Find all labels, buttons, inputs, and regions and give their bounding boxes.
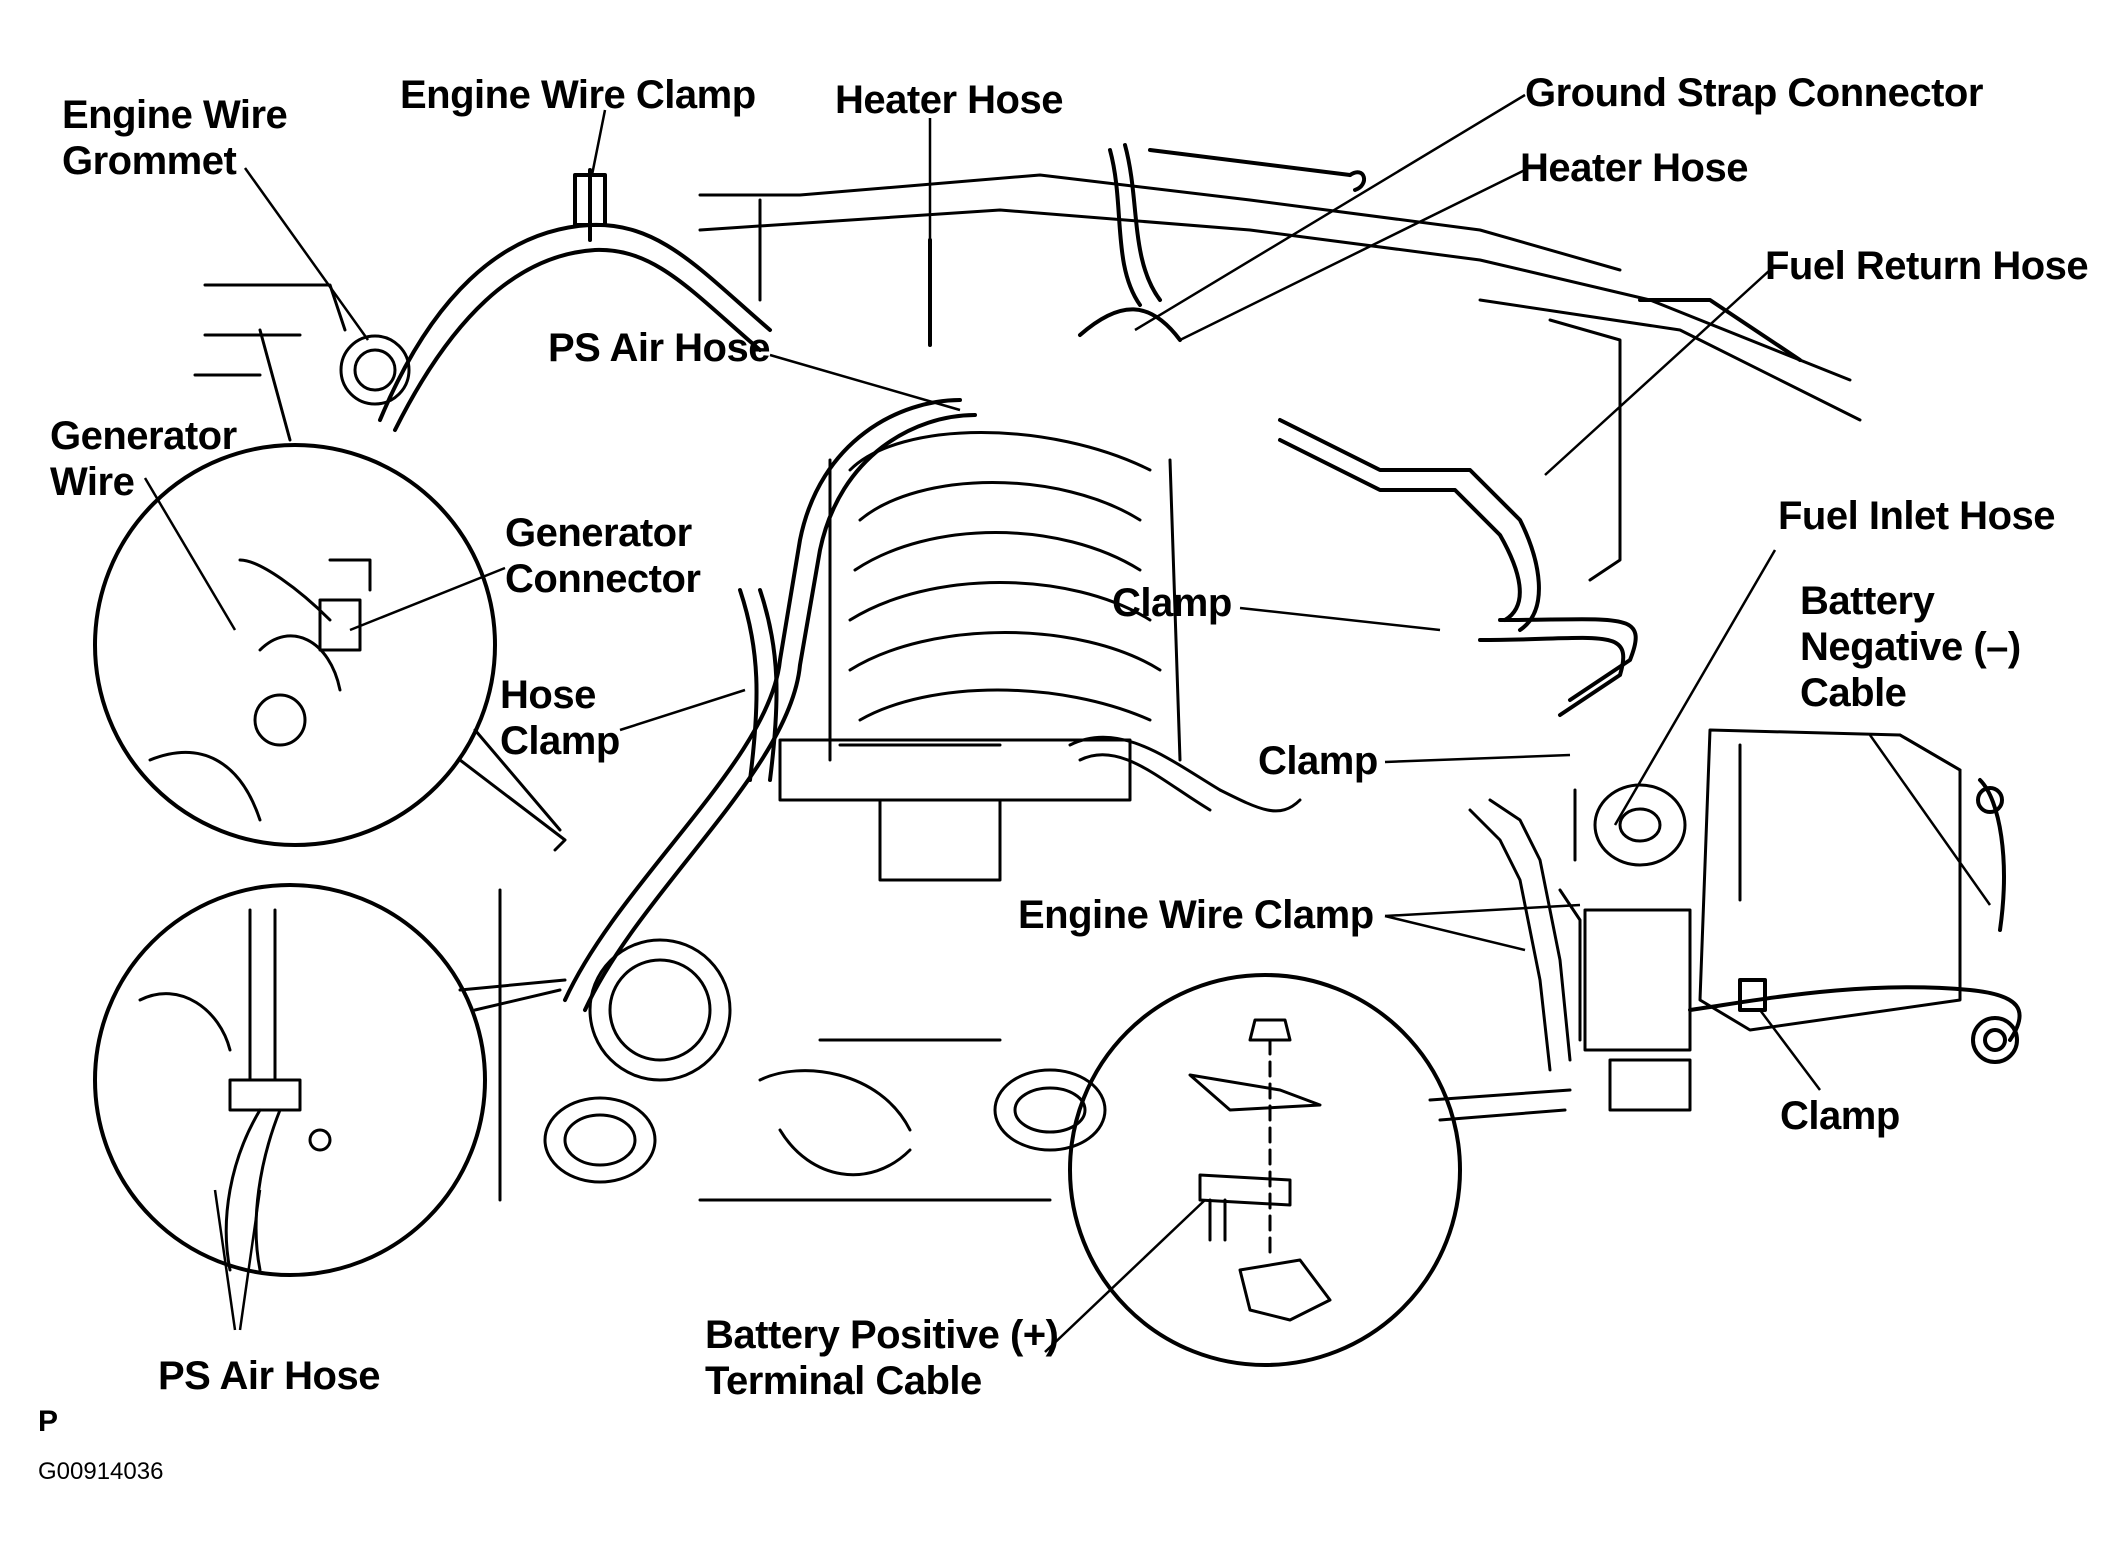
label-battery-positive-line2: Terminal Cable — [705, 1359, 982, 1403]
label-engine-wire-grommet: Engine Wire Grommet — [62, 92, 288, 184]
leader-fuel-return — [1544, 269, 1771, 476]
leader-battery-negative — [1868, 734, 1992, 906]
figure-code: G00914036 — [38, 1458, 164, 1485]
leader-heater-hose-right — [1179, 168, 1526, 342]
label-battery-positive-line1: Battery Positive (+) — [705, 1313, 1059, 1357]
label-engine-wire-clamp-lower: Engine Wire Clamp — [1018, 893, 1374, 937]
leader-grommet — [243, 167, 370, 341]
fuel-filter — [1468, 783, 1687, 1072]
label-generator-connector-line1: Generator — [505, 511, 692, 555]
leader-fuel-inlet — [1613, 549, 1777, 826]
inset-generator — [93, 443, 567, 852]
label-clamp-middle: Clamp — [1258, 739, 1378, 783]
label-generator-wire-line2: Wire — [50, 460, 135, 504]
label-clamp-battery: Clamp — [1780, 1094, 1900, 1138]
label-ps-air-hose-lower: PS Air Hose — [158, 1354, 380, 1398]
leader-positive-terminal — [1044, 1199, 1206, 1353]
negative-cable — [1688, 778, 2022, 1064]
body-outline — [193, 173, 1862, 582]
relay-box — [1583, 908, 1692, 1112]
leader-ground-strap — [1134, 93, 1526, 332]
heater-hoses — [928, 143, 1366, 347]
leader-engine-wire-clamp-lower-2 — [1384, 914, 1526, 952]
label-fuel-return-hose: Fuel Return Hose — [1765, 244, 2089, 288]
label-ground-strap-connector: Ground Strap Connector — [1525, 71, 1983, 115]
leader-engine-wire-clamp-lower — [1384, 903, 1581, 918]
leader-generator-wire — [143, 477, 237, 631]
grommet — [339, 334, 411, 406]
label-battery-negative-cable-line3: Cable — [1800, 671, 1907, 715]
label-clamp-upper: Clamp — [1112, 581, 1232, 625]
label-fuel-inlet-hose: Fuel Inlet Hose — [1778, 494, 2056, 538]
inset-ps-hose — [93, 883, 567, 1277]
label-engine-wire-grommet-line2: Grommet — [62, 139, 237, 183]
leader-clamp-middle — [1384, 753, 1571, 764]
label-generator-wire-line1: Generator — [50, 414, 237, 458]
label-hose-clamp: Hose Clamp — [500, 672, 620, 764]
label-battery-positive-terminal-cable: Battery Positive (+) Terminal Cable — [705, 1312, 1059, 1404]
lower-engine — [498, 888, 1107, 1202]
label-generator-connector-line2: Connector — [505, 557, 701, 601]
label-battery-negative-cable: Battery Negative (–) Cable — [1800, 578, 2021, 716]
leader-clamp-battery — [1759, 1009, 1821, 1091]
label-engine-wire-clamp-top: Engine Wire Clamp — [400, 73, 756, 117]
label-battery-negative-cable-line2: Negative (–) — [1800, 625, 2021, 669]
leader-ps-air-hose-lower-a — [213, 1189, 237, 1331]
intake-manifold — [778, 431, 1302, 882]
engine-wire-harness — [378, 168, 772, 432]
leader-ps-air-hose-upper — [769, 353, 961, 412]
leader-hose-clamp — [619, 688, 746, 732]
leader-generator-connector — [349, 566, 506, 632]
label-heater-hose-right: Heater Hose — [1520, 146, 1748, 190]
leader-clamp-upper — [1239, 606, 1441, 632]
label-ps-air-hose-upper: PS Air Hose — [548, 326, 770, 370]
label-hose-clamp-line1: Hose — [500, 673, 596, 717]
label-engine-wire-grommet-line1: Engine Wire — [62, 93, 288, 137]
leader-ps-air-hose-lower-b — [238, 1189, 262, 1331]
label-hose-clamp-line2: Clamp — [500, 719, 620, 763]
page-mark: P — [38, 1405, 58, 1438]
label-battery-negative-cable-line1: Battery — [1800, 579, 1935, 623]
label-generator-connector: Generator Connector — [505, 510, 701, 602]
label-heater-hose-top: Heater Hose — [835, 78, 1063, 122]
inset-positive-terminal — [1068, 973, 1572, 1367]
ps-air-hose — [563, 398, 977, 1012]
battery — [1698, 728, 1962, 1032]
fuel-lines — [1278, 298, 1802, 717]
label-generator-wire: Generator Wire — [50, 413, 237, 505]
leader-engine-wire-clamp-top — [590, 109, 607, 176]
